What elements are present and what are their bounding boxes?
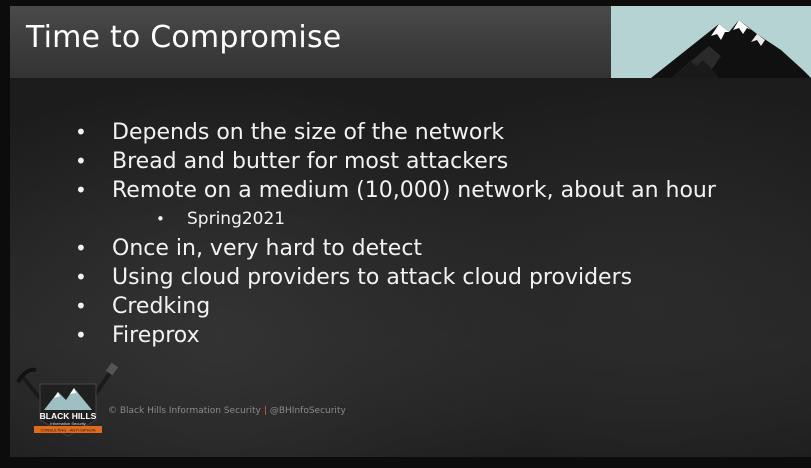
logo-ribbon: CONSULTING · ANTI-SIPHON	[40, 428, 95, 433]
sub-bullet-item: •Spring2021	[156, 209, 286, 229]
bullet-item: •Remote on a medium (10,000) network, ab…	[75, 178, 716, 203]
logo-line2: Information Security	[50, 421, 86, 426]
title-bar: Time to Compromise	[10, 6, 611, 79]
slide: Time to Compromise •Depends on the size …	[10, 6, 811, 457]
footer-separator: |	[263, 406, 267, 416]
logo-line1: BLACK HILLS	[40, 411, 97, 421]
bullet-item: •Credking	[75, 294, 211, 319]
bullet-item: •Depends on the size of the network	[75, 120, 505, 145]
bullet-item: •Fireprox	[75, 323, 200, 348]
bullet-item: •Bread and butter for most attackers	[75, 149, 509, 174]
slide-title: Time to Compromise	[26, 20, 342, 55]
bullet-list: •Depends on the size of the network •Bre…	[70, 118, 716, 350]
twitter-handle: @BHInfoSecurity	[269, 406, 346, 416]
mountain-logo-icon: BLACK HILLS Information Security CONSULT…	[16, 362, 119, 437]
bullet-item: •Once in, very hard to detect	[75, 236, 423, 261]
copyright-footer: © Black Hills Information Security|@BHIn…	[108, 406, 346, 416]
bullet-item: •Using cloud providers to attack cloud p…	[75, 265, 633, 290]
copyright-text: © Black Hills Information Security	[108, 406, 261, 416]
black-hills-logo: BLACK HILLS Information Security CONSULT…	[16, 362, 120, 454]
mountain-icon	[651, 20, 811, 78]
mountain-banner-image	[611, 6, 811, 78]
